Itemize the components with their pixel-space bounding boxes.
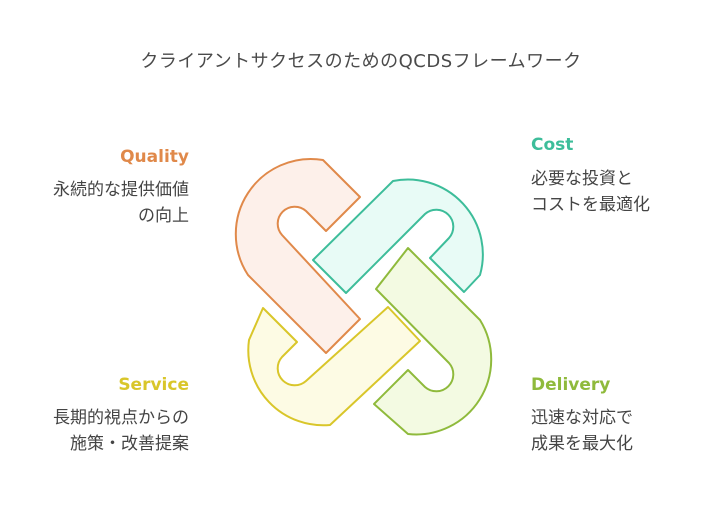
delivery-desc-line2: 成果を最大化 [531,434,633,454]
cost-link-shape [312,178,484,294]
diagram-title: クライアントサクセスのためのQCDSフレームワーク [140,51,582,72]
cost-desc-line2: コストを最適化 [531,195,650,215]
service-label: Service [118,375,189,395]
service-desc-line1: 長期的視点からの [53,408,189,428]
service-description: 長期的視点からの 施策・改善提案 [53,405,189,457]
service-desc-line2: 施策・改善提案 [70,434,189,454]
delivery-link-shape [373,247,493,436]
quality-desc-line1: 永続的な提供価値 [53,180,189,200]
delivery-description: 迅速な対応で 成果を最大化 [531,405,633,457]
cost-description: 必要な投資と コストを最適化 [531,166,650,218]
quality-desc-line2: の向上 [138,206,189,226]
quality-link-shape [234,158,361,354]
quality-label: Quality [120,147,189,167]
service-link-shape [247,306,421,427]
cost-label: Cost [531,135,574,155]
delivery-desc-line1: 迅速な対応で [531,408,633,428]
delivery-label: Delivery [531,375,611,395]
quality-description: 永続的な提供価値 の向上 [53,177,189,229]
cost-desc-line1: 必要な投資と [531,169,633,189]
